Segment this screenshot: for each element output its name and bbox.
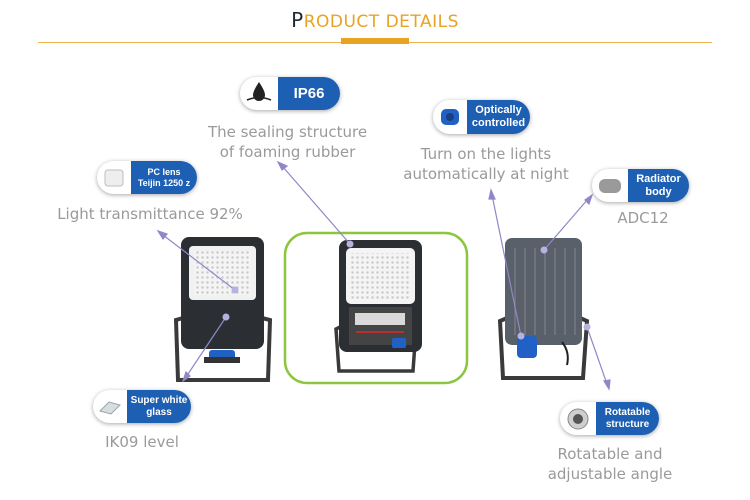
rotation-joint-icon [560, 402, 596, 435]
ip66-badge-label: IP66 [278, 77, 340, 110]
pc-lens-badge: PC lens Teijin 1250 z [97, 161, 197, 194]
leader-lines [156, 160, 611, 391]
radiator-badge-line1: Radiator [636, 172, 681, 185]
ip66-caption: The sealing structure of foaming rubber [195, 122, 380, 162]
ip66-caption-line1: The sealing structure [207, 123, 368, 141]
optical-caption-line1: Turn on the lights [420, 145, 552, 163]
glass-badge-line2: glass [146, 406, 172, 418]
rotatable-caption: Rotatable and adjustable angle [535, 444, 685, 484]
pc-lens-caption: Light transmittance 92% [57, 205, 243, 223]
floodlight-open-image [334, 240, 422, 373]
title-rest: RODUCT DETAILS [303, 12, 459, 32]
photocell-icon [433, 100, 467, 134]
optical-sensor-badge: Optically controlled [433, 100, 530, 134]
highlight-frame [283, 231, 469, 385]
title-accent-bar [341, 38, 409, 44]
radiator-icon [592, 169, 628, 202]
title-initial: P [291, 8, 304, 32]
ip66-caption-line2: of foaming rubber [219, 143, 356, 161]
optical-badge-line2: controlled [471, 117, 526, 129]
optical-badge-line1: Optically [475, 104, 522, 117]
rotatable-badge-line2: structure [605, 418, 650, 430]
lens-icon [97, 161, 131, 194]
rotatable-caption-line2: adjustable angle [547, 465, 673, 483]
glass-pane-icon [93, 390, 127, 423]
rotatable-caption-line1: Rotatable and [557, 445, 663, 463]
ip66-badge: IP66 [240, 77, 340, 110]
glass-badge: Super white glass [93, 390, 191, 423]
pc-lens-badge-line1: PC lens [147, 167, 181, 178]
rotatable-badge: Rotatable structure [560, 402, 659, 435]
optical-caption: Turn on the lights automatically at nigh… [392, 144, 580, 184]
radiator-caption: ADC12 [617, 209, 669, 227]
radiator-badge: Radiator body [592, 169, 689, 202]
optical-caption-line2: automatically at night [403, 165, 569, 183]
radiator-badge-line2: body [645, 185, 672, 198]
floodlight-front-image [173, 237, 273, 382]
glass-caption: IK09 level [105, 433, 179, 451]
glass-badge-line1: Super white [130, 395, 188, 406]
pc-lens-badge-line2: Teijin 1250 z [137, 177, 191, 188]
waterproof-icon [240, 77, 278, 110]
rotatable-badge-line1: Rotatable [604, 407, 651, 418]
floodlight-back-image [497, 238, 590, 380]
page-title: PRODUCT DETAILS [0, 8, 750, 32]
